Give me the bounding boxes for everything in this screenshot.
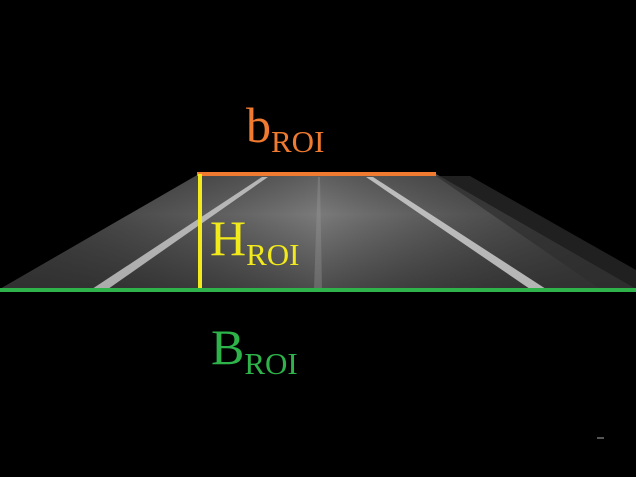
height-label-sub: ROI (246, 237, 300, 272)
corner-mark (597, 437, 604, 439)
base-width-label: BROI (211, 319, 298, 379)
lane-marking-right (366, 177, 546, 289)
lane-marking-left (92, 177, 268, 289)
top-width-label-sub: ROI (271, 124, 325, 159)
height-label: HROI (210, 210, 300, 270)
height-label-main: H (210, 210, 247, 266)
base-width-label-sub: ROI (244, 346, 298, 381)
top-width-label-main: b (246, 97, 271, 153)
lane-marking-center-faint (314, 177, 322, 289)
top-width-label: bROI (246, 97, 324, 157)
base-width-label-main: B (211, 319, 245, 375)
road-edge-right (436, 176, 636, 289)
